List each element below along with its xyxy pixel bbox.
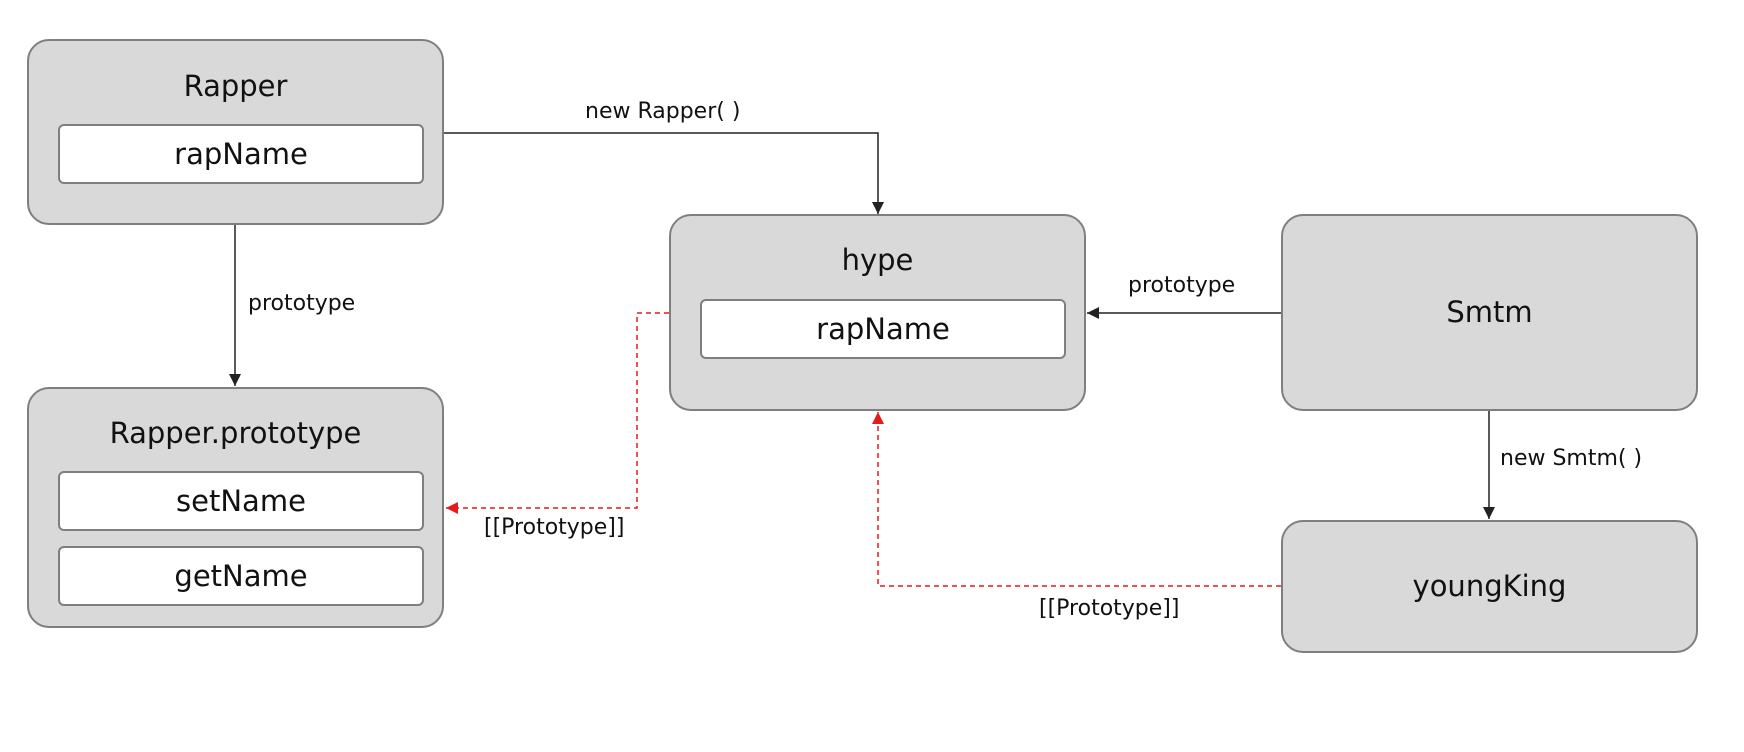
node-title: youngKing xyxy=(1412,569,1567,603)
edge-label-hype-prototype-link: [[Prototype]] xyxy=(484,515,625,540)
property-box: setName xyxy=(58,471,424,531)
rapper-node: Rapper rapName xyxy=(27,39,444,225)
hype-node: hype rapName xyxy=(669,214,1086,411)
edge-label-new-rapper: new Rapper( ) xyxy=(585,99,741,124)
young-king-node: youngKing xyxy=(1281,520,1698,653)
property-box: rapName xyxy=(58,124,424,184)
node-title: Rapper.prototype xyxy=(109,416,362,450)
edge-label-young-king-prototype-link: [[Prototype]] xyxy=(1039,596,1180,621)
edge-label-rapper-prototype: prototype xyxy=(248,291,356,316)
node-title: hype xyxy=(841,243,914,277)
smtm-node: Smtm xyxy=(1281,214,1698,411)
edge-young-king-to-hype xyxy=(872,412,1281,587)
rapper-prototype-node: Rapper.prototype setName getName xyxy=(27,387,444,628)
edge-hype-to-rapper-prototype xyxy=(446,312,669,514)
edge-label-new-smtm: new Smtm( ) xyxy=(1500,446,1643,471)
node-title: Smtm xyxy=(1446,295,1533,329)
edge-label-smtm-prototype: prototype xyxy=(1128,273,1236,298)
edge-rapper-to-hype xyxy=(444,132,884,214)
property-box: rapName xyxy=(700,299,1066,359)
property-box: getName xyxy=(58,546,424,606)
node-title: Rapper xyxy=(183,69,288,103)
